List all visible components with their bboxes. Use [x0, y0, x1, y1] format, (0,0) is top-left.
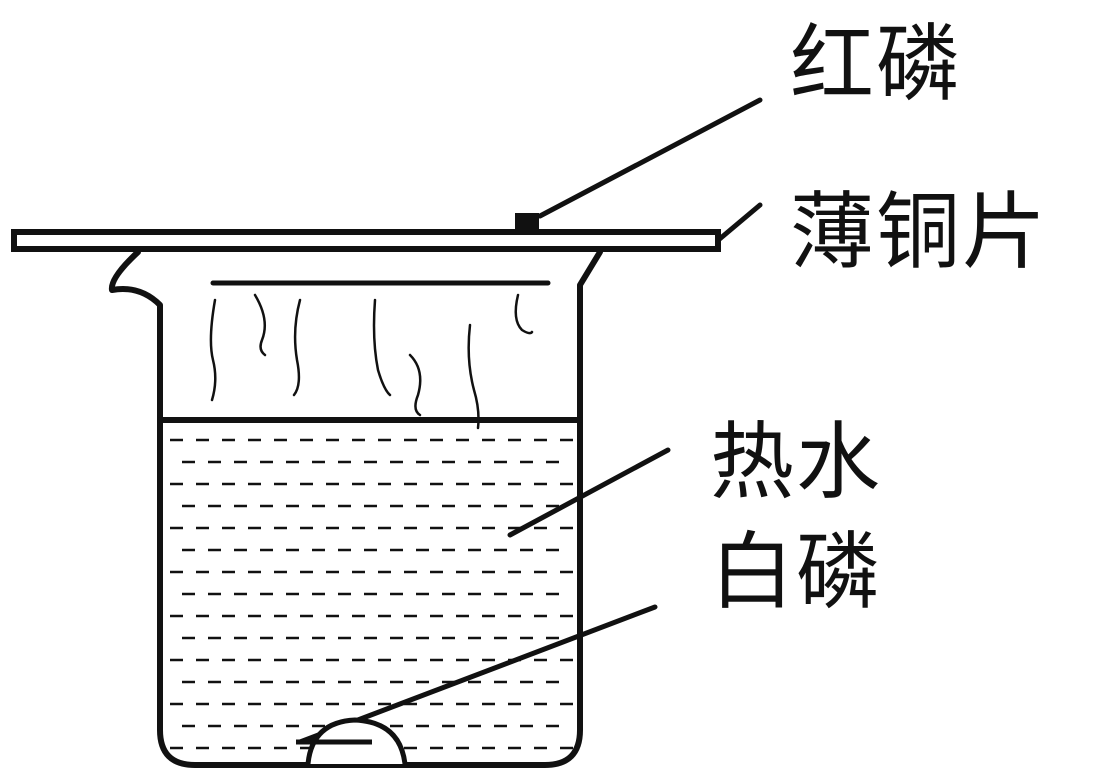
label-red-phosphorus: 红磷 [790, 15, 963, 113]
label-white-phosphorus: 白磷 [710, 523, 883, 621]
copper-sheet-leader [713, 202, 763, 245]
red-phosphorus [515, 213, 539, 231]
label-copper-sheet: 薄铜片 [790, 183, 1049, 281]
hot-water-leader [507, 447, 671, 538]
label-hot-water: 热水 [710, 413, 883, 511]
copper-sheet [11, 229, 721, 252]
red-phosphorus-leader [537, 97, 763, 219]
water-dashes [170, 438, 573, 750]
vapor-lines [209, 293, 534, 430]
beaker [108, 249, 603, 768]
